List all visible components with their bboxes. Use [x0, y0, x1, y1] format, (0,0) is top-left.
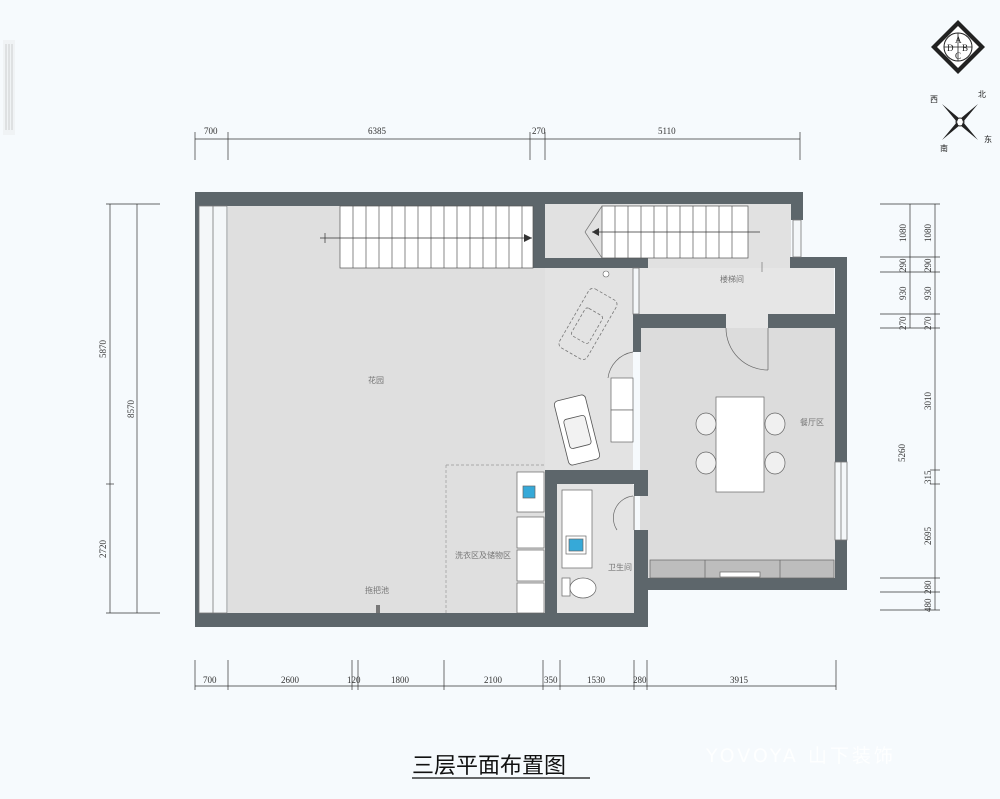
compass-east: 东	[984, 134, 992, 144]
lounge-chair	[553, 394, 601, 466]
stairs-left	[320, 205, 534, 269]
dim-bottom-5: 2100	[484, 675, 503, 685]
dim-top-4: 5110	[658, 126, 676, 136]
dim-right-inner-8: 280	[923, 580, 933, 594]
dimension-bottom: 700 2600 120 1800 2100 350 1530 280 3915	[194, 660, 837, 690]
dimension-right: 1080 290 930 270 1080 290 930 270 3010 3…	[880, 203, 940, 612]
dim-right-inner-7: 2695	[923, 527, 933, 546]
compass-south: 南	[940, 143, 948, 153]
sideboard	[649, 559, 835, 579]
room-label-garden: 花园	[368, 375, 384, 385]
badge-letter-a: A	[955, 35, 962, 45]
room-label-sink: 拖把池	[365, 585, 389, 595]
dim-right-inner-1: 1080	[923, 224, 933, 243]
compass-icon: 北 东 南 西	[930, 90, 992, 153]
dim-top-1: 700	[204, 126, 218, 136]
margin-notes	[3, 40, 15, 135]
dim-bottom-6: 350	[544, 675, 558, 685]
badge-letter-b: B	[962, 43, 968, 53]
dim-left-1: 5870	[98, 340, 108, 359]
room-label-dining: 餐厅区	[800, 418, 824, 427]
room-labels: 花园 楼梯间 餐厅区 卫生间 洗衣区及储物区 拖把池	[365, 274, 824, 595]
dim-right-mid: 5260	[897, 444, 907, 463]
watermark: YOVOYA 山下装饰	[705, 745, 896, 767]
dim-right-outer-1: 1080	[898, 224, 908, 243]
dim-right-outer-2: 290	[898, 258, 908, 272]
dimension-left: 5870 2720 8570	[98, 203, 160, 614]
room-label-bathroom: 卫生间	[608, 562, 632, 572]
page-title: 三层平面布置图	[412, 754, 566, 779]
dim-right-outer-4: 270	[898, 316, 908, 330]
laundry-appliances	[445, 464, 545, 614]
dim-bottom-1: 700	[203, 675, 217, 685]
dim-right-inner-4: 270	[923, 316, 933, 330]
room-label-laundry: 洗衣区及储物区	[455, 550, 511, 560]
dim-right-inner-9: 480	[923, 598, 933, 612]
badge-letter-c: C	[955, 51, 961, 61]
doors	[607, 327, 769, 531]
dim-right-outer-3: 930	[898, 286, 908, 300]
dim-bottom-9: 3915	[730, 675, 749, 685]
dim-bottom-2: 2600	[281, 675, 300, 685]
dining-set	[695, 396, 786, 493]
fixtures-misc	[376, 270, 610, 613]
dim-right-inner-2: 290	[923, 258, 933, 272]
dim-left-3: 8570	[126, 400, 136, 419]
dim-right-inner-6: 315	[923, 470, 933, 484]
windows	[198, 205, 848, 614]
dim-right-inner-5: 3010	[923, 392, 933, 411]
dim-right-inner-3: 930	[923, 286, 933, 300]
dim-top-3: 270	[532, 126, 546, 136]
stairs-right	[584, 205, 763, 272]
dim-bottom-8: 280	[633, 675, 647, 685]
abcd-badge-icon: A B C D	[931, 20, 985, 74]
dim-left-2: 2720	[98, 540, 108, 559]
dim-bottom-7: 1530	[587, 675, 606, 685]
walls	[195, 192, 847, 627]
badge-letter-d: D	[947, 43, 954, 53]
compass-north: 北	[978, 90, 986, 99]
room-label-stair-room: 楼梯间	[720, 274, 744, 284]
compass-west: 西	[930, 95, 938, 104]
dim-bottom-4: 1800	[391, 675, 410, 685]
dimension-top: 700 6385 270 5110	[194, 126, 801, 160]
dim-bottom-3: 120	[347, 675, 361, 685]
recliner-dashed	[558, 287, 618, 361]
dim-top-2: 6385	[368, 126, 387, 136]
bathroom-fixtures	[561, 489, 597, 599]
